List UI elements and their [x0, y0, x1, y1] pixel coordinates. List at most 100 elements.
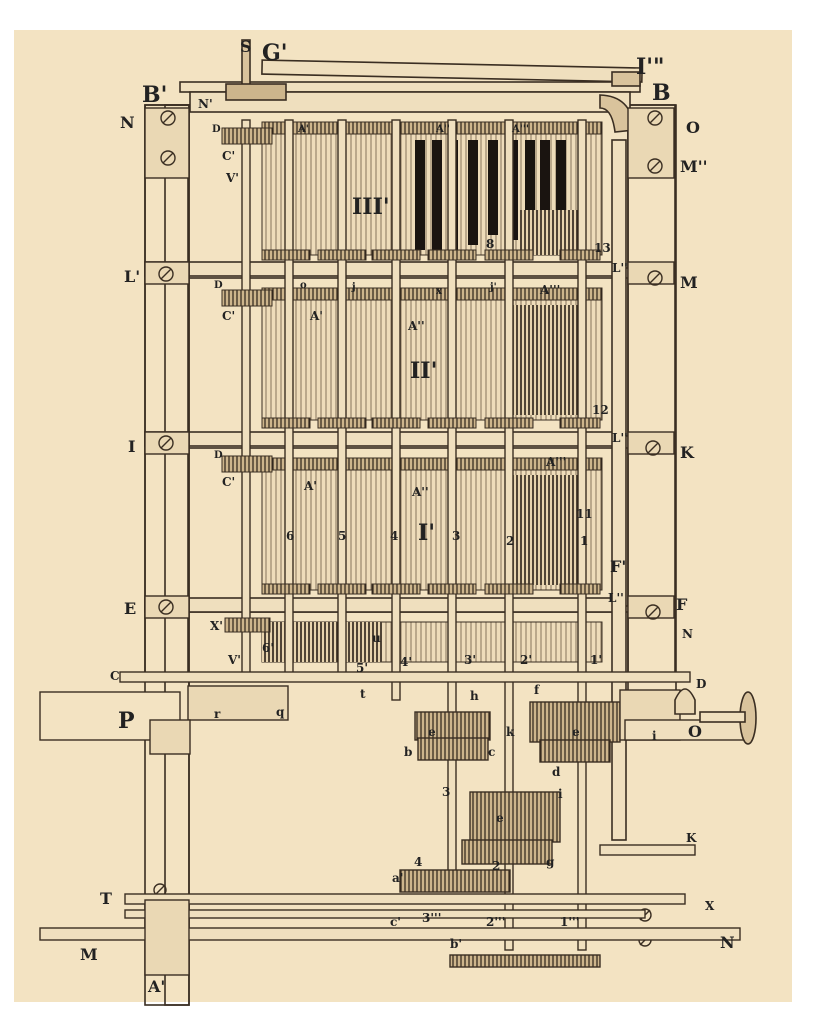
part-13: 13: [594, 241, 611, 255]
column-3: 3: [452, 529, 460, 543]
part-A-2: A'': [435, 124, 450, 135]
part-c: c: [488, 745, 495, 759]
label-O-right: O: [686, 118, 700, 137]
part-X-1: X': [210, 619, 223, 633]
label-G: G': [262, 40, 288, 66]
part-A-5: A'': [407, 319, 425, 333]
label-L-right-2: L'': [612, 431, 628, 445]
label-M-low: M: [80, 945, 98, 964]
lower-wheel-row: [261, 621, 603, 663]
part-u: u: [372, 631, 381, 645]
label-B-left: B': [142, 82, 167, 108]
part-k: k: [506, 725, 515, 739]
label-I-top: I'": [636, 54, 665, 80]
part-C-3: C': [222, 475, 235, 489]
label-X-right: X: [705, 899, 715, 913]
label-T-left: T: [100, 889, 112, 908]
part-A-6: A''': [539, 283, 560, 297]
label-L-low: L'': [608, 591, 624, 605]
part-D-2: D: [214, 280, 223, 291]
part-11: 11: [576, 507, 593, 521]
column-6: 6: [286, 529, 294, 543]
column-1: 1: [580, 534, 588, 548]
label-F-right: F: [676, 595, 688, 614]
section-labels: III' II' I': [352, 194, 437, 546]
gear-icon: [221, 127, 601, 633]
section-label-iii: III': [352, 194, 390, 220]
part-e-2: e: [572, 725, 580, 739]
column-2: 2: [506, 534, 514, 548]
label-N-mid: N: [682, 627, 693, 641]
gear-2: 2': [520, 653, 532, 667]
part-e-3: e: [496, 811, 504, 825]
part-3-low: 3: [442, 785, 450, 799]
label-I-left: I: [128, 437, 135, 456]
part-C-1: C': [222, 149, 235, 163]
part-j: j: [351, 282, 356, 293]
label-B-right: B: [652, 80, 671, 106]
part-A-3: A''': [511, 124, 529, 135]
part-j-prime: j': [489, 282, 497, 293]
gear-6: 6': [262, 641, 274, 655]
part-V-2: V': [227, 653, 241, 667]
column-4: 4: [390, 529, 398, 543]
label-N-left: N: [120, 113, 135, 132]
part-o: o: [300, 280, 307, 291]
part-V-1: V': [225, 171, 239, 185]
part-A-9: A''': [545, 455, 566, 469]
part-1-triple: 1''': [560, 915, 579, 929]
section-ii-wheels: [261, 287, 603, 421]
part-A-4: A': [309, 309, 323, 323]
label-M-right-top: M'': [680, 157, 708, 176]
section-label-i: I': [418, 520, 435, 546]
label-K-low: K: [686, 831, 697, 845]
label-L-left: L': [124, 267, 140, 286]
label-F-inner: F': [610, 557, 626, 576]
part-x: x: [436, 286, 443, 297]
label-C-left: C: [110, 669, 120, 683]
label-L-right: L'': [612, 261, 628, 275]
gear-3: 3': [464, 653, 476, 667]
part-A-8: A'': [411, 485, 429, 499]
part-g: g: [546, 855, 555, 869]
part-A-7: A': [303, 479, 317, 493]
part-b-prime: b': [450, 937, 462, 951]
section-iii-wheels: [261, 121, 603, 256]
vertical-shafts: [241, 119, 587, 951]
label-K-right: K: [680, 443, 695, 462]
part-labels: D C' V' D C' D C' X' V' A' A'' A''' A' A…: [210, 124, 657, 951]
column-5: 5: [338, 529, 346, 543]
part-h: h: [470, 689, 479, 703]
part-d: d: [552, 765, 561, 779]
label-M-right: M: [680, 273, 698, 292]
part-C-2: C': [222, 309, 235, 323]
part-12: 12: [592, 403, 609, 417]
part-2-low: 2: [492, 859, 500, 873]
part-3-triple: 3''': [422, 911, 441, 925]
part-r: r: [214, 707, 221, 721]
part-D-3: D: [214, 450, 223, 461]
part-a-prime: a': [392, 871, 403, 885]
part-4-low: 4: [414, 855, 422, 869]
crank-handle-icon: [674, 688, 757, 745]
label-P-box: P: [118, 708, 135, 734]
part-q: q: [276, 705, 285, 719]
label-O-right-2: O: [688, 722, 702, 741]
gear-1: 1': [590, 653, 602, 667]
side-plates: [144, 107, 675, 619]
part-c-prime: c': [390, 915, 401, 929]
lower-carriage: [39, 671, 746, 976]
gear-4: 4': [400, 655, 412, 669]
frame-labels: B' B G' S I'" N N' O M'' L' M L'' I K L'…: [80, 37, 735, 996]
label-N-low: N: [720, 933, 735, 952]
part-t: t: [360, 687, 366, 701]
label-A-bottom: A': [147, 977, 165, 996]
part-i-2: i: [558, 787, 563, 801]
part-i-1: i: [652, 729, 657, 743]
part-e-1: e: [428, 725, 436, 739]
top-beam: [179, 39, 643, 133]
part-2-triple: 2''': [486, 915, 505, 929]
part-8: 8: [486, 237, 494, 251]
section-label-ii: II': [410, 358, 437, 384]
